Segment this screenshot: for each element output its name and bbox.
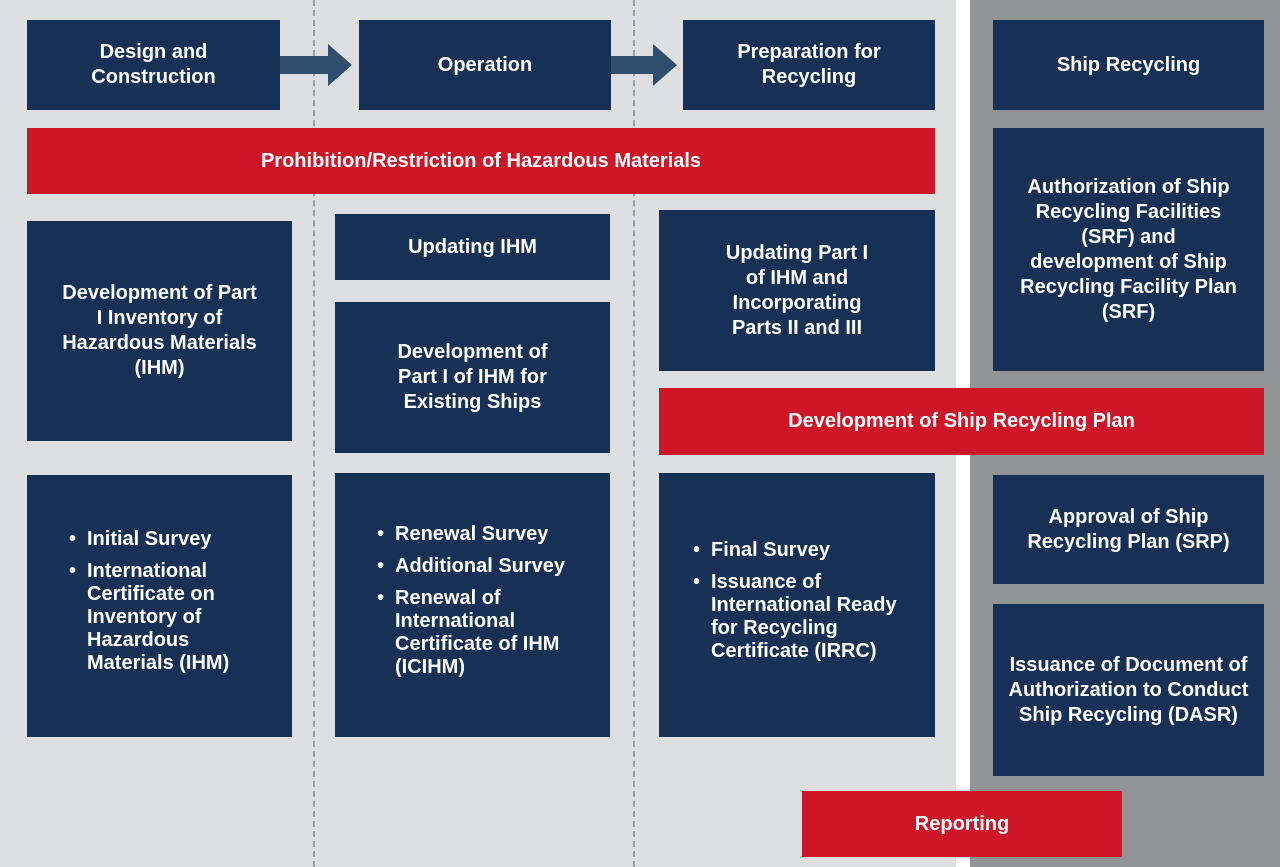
- design-surveys-list: Initial Survey International Certificate…: [67, 528, 272, 684]
- arrow-right-icon: [611, 44, 677, 86]
- stage-ship-recycling: Ship Recycling: [993, 20, 1264, 110]
- existing-ships-ihm-label: Development of Part I of IHM for Existin…: [397, 341, 548, 413]
- operation-surveys-box: Renewal Survey Additional Survey Renewal…: [335, 473, 610, 737]
- development-part-i-ihm-label: Development of Part I Inventory of Hazar…: [62, 282, 257, 379]
- stage-divider-2: [633, 0, 635, 867]
- stage-design-label: Design and Construction: [91, 41, 216, 88]
- list-item: Initial Survey: [69, 528, 272, 551]
- preparation-surveys-box: Final Survey Issuance of International R…: [659, 473, 935, 737]
- prohibition-label: Prohibition/Restriction of Hazardous Mat…: [260, 149, 702, 172]
- srf-authorization-label: Authorization of Ship Recycling Faciliti…: [1020, 175, 1237, 323]
- list-item: Final Survey: [693, 539, 925, 562]
- ship-recycling-plan-label: Development of Ship Recycling Plan: [788, 410, 1135, 432]
- stage-preparation-for-recycling: Preparation for Recycling: [683, 20, 935, 110]
- dasr-issuance-box: Issuance of Document of Authorization to…: [993, 604, 1264, 776]
- development-part-i-ihm-box: Development of Part I Inventory of Hazar…: [27, 221, 292, 441]
- list-item: Renewal Survey: [377, 523, 595, 546]
- updating-ihm-parts-box: Updating Part I of IHM and Incorporating…: [659, 210, 935, 371]
- dasr-issuance-label: Issuance of Document of Authorization to…: [1008, 653, 1249, 726]
- prohibition-restriction-bar: Prohibition/Restriction of Hazardous Mat…: [27, 128, 935, 194]
- stage-operation: Operation: [359, 20, 611, 110]
- srp-approval-label: Approval of Ship Recycling Plan (SRP): [1027, 505, 1230, 553]
- stage-preparation-label: Preparation for Recycling: [737, 41, 881, 88]
- stage-recycling-label: Ship Recycling: [1056, 53, 1201, 76]
- list-item: Issuance of International Ready for Recy…: [693, 571, 925, 663]
- list-item: International Certificate on Inventory o…: [69, 560, 272, 675]
- existing-ships-ihm-box: Development of Part I of IHM for Existin…: [335, 302, 610, 453]
- reporting-bar: Reporting: [802, 791, 1122, 857]
- stage-design-and-construction: Design and Construction: [27, 20, 280, 110]
- srf-authorization-box: Authorization of Ship Recycling Faciliti…: [993, 128, 1264, 371]
- updating-ihm-label: Updating IHM: [408, 235, 537, 258]
- ship-recycling-plan-bar: Development of Ship Recycling Plan: [659, 388, 1264, 455]
- srp-approval-box: Approval of Ship Recycling Plan (SRP): [993, 475, 1264, 584]
- updating-ihm-parts-label: Updating Part I of IHM and Incorporating…: [725, 241, 869, 339]
- stage-operation-label: Operation: [437, 53, 533, 76]
- design-surveys-box: Initial Survey International Certificate…: [27, 475, 292, 737]
- reporting-label: Reporting: [914, 812, 1010, 835]
- operation-surveys-list: Renewal Survey Additional Survey Renewal…: [375, 523, 595, 688]
- stage-divider-1: [313, 0, 315, 867]
- list-item: Renewal of International Certificate of …: [377, 587, 595, 679]
- arrow-right-icon: [280, 44, 352, 86]
- updating-ihm-box: Updating IHM: [335, 214, 610, 280]
- list-item: Additional Survey: [377, 555, 595, 578]
- preparation-surveys-list: Final Survey Issuance of International R…: [691, 539, 925, 672]
